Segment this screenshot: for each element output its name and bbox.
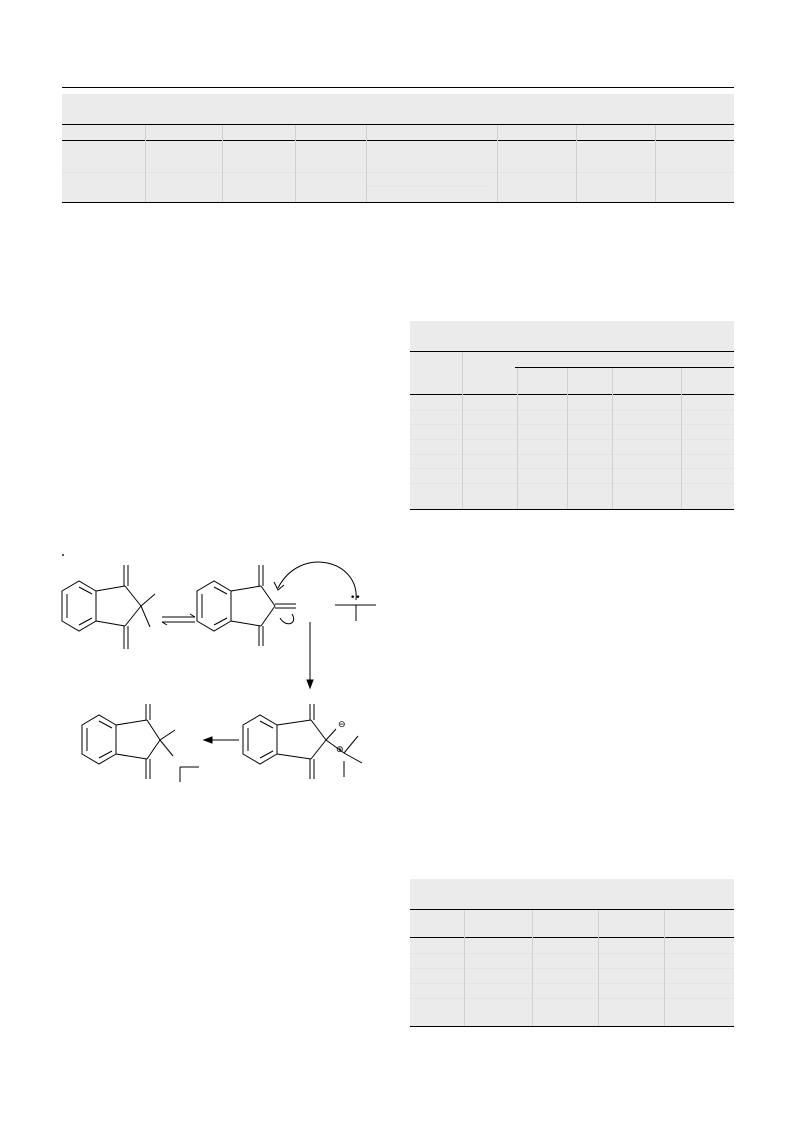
reaction-arrow-left <box>202 736 239 744</box>
negative-charge-symbol: ⊖ <box>338 720 346 730</box>
table-1-row-divider <box>367 186 490 187</box>
table-3-row-divider <box>410 983 734 984</box>
table-1-col-divider <box>295 125 296 202</box>
table-2-row-divider <box>410 483 734 484</box>
curved-arrow-attack-head <box>273 581 285 591</box>
page-header-rule <box>62 87 734 88</box>
table-3-row-divider <box>410 953 734 954</box>
table-1-header-row <box>62 125 734 140</box>
table-2-header-rule <box>410 394 734 395</box>
table-1-col-divider <box>366 125 367 202</box>
table-2-row-divider <box>410 468 734 469</box>
table-2-subheader-rule <box>515 367 734 368</box>
table-2-top-rule <box>410 351 734 352</box>
table-1-col-divider <box>145 125 146 202</box>
equilibrium-arrow <box>161 613 196 626</box>
table-3-bottom-rule <box>410 1026 734 1027</box>
table-2-body <box>410 395 734 509</box>
table-2-bottom-rule <box>410 509 734 510</box>
table-2-row-divider <box>410 424 734 425</box>
curved-arrow-attack <box>277 561 357 601</box>
reaction-arrow-down <box>306 622 314 690</box>
table-3-col-divider <box>464 910 465 1026</box>
lone-pair-symbol: •• <box>350 593 361 603</box>
table-2-col-divider <box>612 368 613 509</box>
table-3-row-divider <box>410 998 734 999</box>
table-1-col-divider <box>497 125 498 202</box>
molecule-1 <box>61 565 156 649</box>
table-1-top-rule <box>62 124 734 125</box>
table-1-col-divider <box>576 125 577 202</box>
table-1-col-divider <box>222 125 223 202</box>
table-3-col-divider <box>598 910 599 1026</box>
table-2-col-divider <box>462 352 463 509</box>
table-1-caption <box>62 94 734 124</box>
table-2-col-divider <box>681 368 682 509</box>
table-3-col-divider <box>664 910 665 1026</box>
table-2-col-divider <box>517 368 518 509</box>
curved-arrow-push <box>279 613 294 625</box>
table-2-col-divider <box>567 368 568 509</box>
table-3-row-divider <box>410 968 734 969</box>
table-3-col-divider <box>532 910 533 1026</box>
table-3-caption <box>410 879 734 909</box>
molecule-2 <box>196 565 296 646</box>
positive-charge-symbol: ⊕ <box>336 745 344 755</box>
scheme-caption-marker <box>62 554 64 556</box>
table-1-bottom-rule <box>62 202 734 203</box>
molecule-4 <box>81 704 199 782</box>
table-1-header-rule <box>62 140 734 141</box>
table-1-body <box>62 141 734 202</box>
table-2-caption <box>410 321 734 351</box>
table-2-row-divider <box>410 410 734 411</box>
table-2-row-divider <box>410 439 734 440</box>
table-2-row-divider <box>410 454 734 455</box>
molecule-3 <box>242 704 363 779</box>
table-3-top-rule <box>410 909 734 910</box>
table-1-col-divider <box>655 125 656 202</box>
table-2-header-row <box>410 352 734 394</box>
table-3-header-rule <box>410 937 734 938</box>
nucleophile <box>335 604 376 621</box>
table-1-row-divider <box>62 172 734 173</box>
